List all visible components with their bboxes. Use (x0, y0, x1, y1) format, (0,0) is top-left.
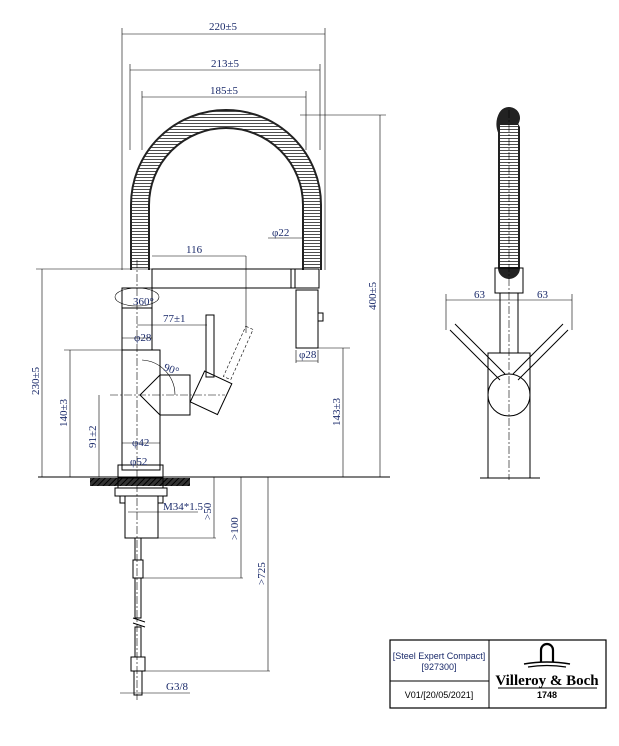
dim-label: 400±5 (367, 281, 379, 310)
lever-angled (223, 325, 254, 381)
version-date: V01/[20/05/2021] (405, 690, 474, 700)
dim-label: M34*1.5 (163, 501, 204, 513)
side-view: 63 63 (445, 107, 573, 480)
dim-label: >725 (256, 562, 268, 585)
dim-label: >100 (229, 517, 241, 540)
hose-fitting (132, 559, 144, 579)
title-block: [Steel Expert Compact] [927300] V01/[20/… (389, 639, 607, 709)
product-name: [Steel Expert Compact] (393, 651, 486, 661)
brand-name: Villeroy & Boch (495, 673, 599, 689)
dimension-220: 220±5 (121, 21, 326, 270)
dimension-116: 116 (152, 244, 247, 333)
dim-label: 360° (133, 296, 154, 308)
brand-year: 1748 (537, 690, 557, 700)
dim-label: 116 (186, 244, 203, 256)
front-view: 220±5 213±5 185±5 φ22 400±5 (30, 21, 390, 700)
brand-logo-icon (523, 642, 571, 668)
pull-out-head (295, 289, 319, 349)
spout-head-mount (290, 268, 320, 289)
countertop-section (90, 478, 190, 486)
dim-label: φ22 (272, 227, 289, 239)
side-lever-right (517, 329, 569, 381)
product-code: [927300] (421, 662, 456, 672)
dimension-400: 400±5 (300, 114, 386, 477)
dimension-213: 213±5 (129, 58, 321, 150)
dim-label: 63 (474, 289, 486, 301)
dim-label: 90° (162, 362, 181, 379)
dim-label: 91±2 (87, 425, 99, 448)
lever-cartridge (189, 370, 233, 416)
dimension-185: 185±5 (141, 85, 307, 150)
mounting-shank (124, 495, 159, 539)
angle-arc (141, 359, 176, 396)
dim-label: 140±3 (58, 398, 70, 427)
lever-upright (205, 314, 215, 378)
dim-label: 220±5 (209, 21, 238, 33)
mounting-nut (114, 487, 168, 497)
dimension-77: 77±1 (137, 313, 207, 326)
dim-label: >50 (202, 502, 214, 520)
valve-body (121, 349, 161, 471)
spring-hose: φ22 (130, 109, 322, 270)
dim-label: 230±5 (30, 366, 42, 395)
rotation-indicator (114, 287, 160, 307)
hose-connector (130, 656, 146, 672)
supply-hose (134, 577, 142, 619)
dim-label: 185±5 (210, 85, 239, 97)
dim-label: G3/8 (166, 681, 189, 693)
side-lever-left (449, 329, 501, 381)
dim-label: 63 (537, 289, 549, 301)
head-button (317, 312, 324, 322)
dim-label: 77±1 (163, 313, 186, 325)
dim-label: φ42 (132, 437, 149, 449)
dim-label: 143±3 (331, 397, 343, 426)
spout-arm (151, 268, 296, 289)
dim-label: 213±5 (211, 58, 240, 70)
dim-label: φ52 (130, 456, 147, 468)
dimension-head-dia: φ28 (295, 349, 319, 363)
side-lever-knob (487, 373, 531, 417)
dim-label: φ28 (299, 349, 317, 361)
